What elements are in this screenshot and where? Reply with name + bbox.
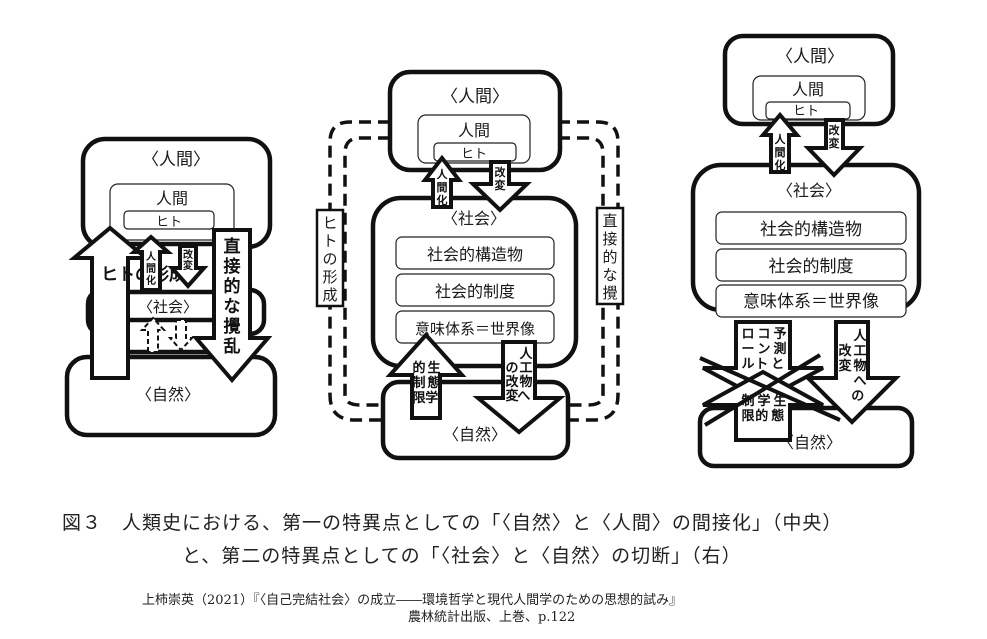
- right-hito-box: [765, 101, 851, 120]
- center-society-item-box: [395, 273, 555, 307]
- left-formation-arrow: [68, 225, 152, 380]
- right-artifact-arrow: [803, 320, 901, 425]
- center-society-item-box: [395, 236, 555, 270]
- right-society-item: 社会的構造物: [760, 220, 862, 240]
- left-society-label: 〈社会〉: [138, 298, 198, 316]
- right-society-item-box: [715, 248, 907, 282]
- center-artifact-arrow: [472, 340, 566, 435]
- right-prediction-control-arrow: [702, 320, 824, 403]
- center-society-label: 〈社会〉: [442, 209, 506, 228]
- right-human-label: 〈人間〉: [776, 47, 844, 67]
- right-cross-line: [699, 356, 841, 422]
- right-modification-arrow: [803, 118, 865, 178]
- center-humanization-arrow: [420, 154, 464, 209]
- left-hito-label: ヒト: [156, 215, 182, 230]
- center-humanization-label: 人間化: [437, 167, 449, 207]
- right-diagram: 〈人間〉 人間 ヒト 〈社会〉 社会的構造物 社会的制度 意味体系＝世界像 〈自…: [690, 33, 922, 469]
- right-prediction-control-label: 予測と コント ロール: [741, 327, 788, 372]
- center-hito-label: ヒト: [461, 147, 487, 162]
- caption-line-1: 図３ 人類史における、第一の特異点としての「〈自然〉と〈人間〉の間接化」（中央）: [62, 512, 843, 534]
- center-human-inner-label: 人間: [458, 121, 490, 140]
- right-society-label: 〈社会〉: [777, 181, 841, 200]
- left-human-label: 〈人間〉: [142, 150, 210, 170]
- right-human-inner-label: 人間: [792, 80, 824, 99]
- center-side-right-label: 直接的な攪: [602, 212, 617, 302]
- left-modification-label: 改変: [183, 248, 194, 272]
- center-nature-label: 〈自然〉: [443, 425, 507, 444]
- center-artifact-label: 人工物へ の改変: [505, 346, 534, 404]
- left-modification-arrow: [167, 244, 209, 290]
- center-society-item: 意味体系＝世界像: [415, 320, 535, 338]
- left-hito-box: [123, 210, 215, 230]
- center-dashed-left-inner: [343, 136, 390, 407]
- center-diagram: 〈人間〉 人間 ヒト 〈社会〉 社会的構造物 社会的制度 意味体系＝世界像 〈自…: [315, 69, 625, 461]
- right-ecological-limits-arrow: [702, 369, 824, 442]
- left-dashed-up-arrow: [139, 316, 167, 353]
- center-ecological-limits-arrow: [385, 332, 467, 420]
- left-diagram: 〈人間〉 人間 ヒト 〈社会〉 〈自然〉 ヒトの形成 人間化 改変 直接的な攪乱: [64, 136, 278, 438]
- left-dashed-down-arrow: [167, 319, 195, 352]
- right-nature-label: 〈自然〉: [778, 433, 842, 452]
- right-society-item-box: [715, 284, 907, 318]
- center-hito-box: [433, 142, 517, 162]
- center-modification-arrow: [468, 160, 532, 213]
- left-nature-label: 〈自然〉: [136, 385, 200, 404]
- center-society-item: 社会的制度: [435, 282, 515, 301]
- right-society-item-box: [715, 211, 907, 245]
- center-side-left-box: [315, 208, 345, 308]
- left-humanization-arrow: [128, 234, 174, 292]
- right-humanization-label: 人間化: [775, 132, 787, 172]
- right-humanization-arrow: [758, 111, 802, 174]
- right-society-item: 社会的制度: [769, 257, 854, 277]
- left-disturbance-arrow: [191, 228, 273, 384]
- right-artifact-label: 人工物への 改変: [838, 328, 868, 404]
- center-society-item-box: [395, 310, 555, 344]
- center-human-label: 〈人間〉: [441, 87, 509, 107]
- left-disturbance-label: 直接的な攪乱: [224, 236, 241, 357]
- right-cross-line: [703, 353, 822, 427]
- source-line-2: 農林統計出版、上巻、p.122: [408, 610, 576, 625]
- center-side-right-box: [595, 206, 625, 306]
- source-line-1: 上柿崇英（2021）『〈自己完結社会〉の成立――環境哲学と現代人間学のための思想…: [142, 593, 683, 608]
- center-modification-label: 改変: [495, 165, 507, 192]
- center-side-left-label: ヒトの形成: [322, 214, 337, 304]
- right-hito-label: ヒト: [793, 104, 819, 119]
- right-modification-label: 改変: [829, 123, 841, 150]
- left-humanization-label: 人間化: [146, 250, 157, 287]
- right-society-item: 意味体系＝世界像: [743, 292, 879, 312]
- center-ecological-limits-label: 生態学 的制限: [412, 360, 442, 406]
- caption-line-2: と、第二の特異点としての「〈社会〉と〈自然〉の切断」（右）: [182, 545, 742, 567]
- left-human-inner-label: 人間: [156, 189, 188, 208]
- center-society-item: 社会的構造物: [427, 245, 523, 264]
